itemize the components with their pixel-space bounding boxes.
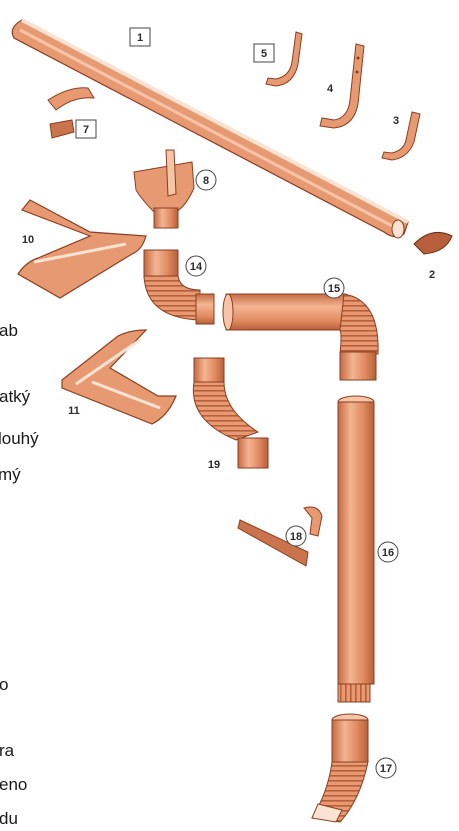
cut-text-louhy: louhý <box>0 430 39 447</box>
part-16-downpipe <box>338 396 374 702</box>
cut-text-eno: eno <box>0 776 27 793</box>
part-15-label: 15 <box>328 283 340 295</box>
part-18-label: 18 <box>290 531 302 543</box>
part-19-label: 19 <box>208 459 220 471</box>
part-1-label: 1 <box>137 32 143 44</box>
cut-text-o: o <box>0 676 8 693</box>
part-10-corner <box>18 200 146 298</box>
part-17-shoe <box>312 714 368 822</box>
part-3-label: 3 <box>393 115 399 127</box>
cut-text-my: mý <box>0 466 21 483</box>
part-16-label: 16 <box>382 547 394 559</box>
part-5-label: 5 <box>261 48 267 60</box>
part-10-label: 10 <box>22 234 34 246</box>
part-8-label: 8 <box>203 175 209 187</box>
part-4-label: 4 <box>327 83 334 95</box>
cut-text-ra: ra <box>0 742 14 759</box>
part-7-label: 7 <box>83 124 89 136</box>
part-15-elbow <box>223 294 378 380</box>
part-2-endcap <box>414 232 452 254</box>
part-14-label: 14 <box>190 261 203 273</box>
cut-text-atky: atký <box>0 388 30 405</box>
part-2-label: 2 <box>429 269 435 281</box>
part-8-outlet <box>134 150 194 228</box>
cut-text-du: du <box>0 810 18 827</box>
part-17-label: 17 <box>380 763 392 775</box>
part-18-bracket <box>238 507 322 566</box>
part-3-hook <box>382 112 420 160</box>
cut-text-ab: ab <box>0 322 18 339</box>
part-19-offset <box>193 358 268 468</box>
part-11-label: 11 <box>68 405 80 417</box>
